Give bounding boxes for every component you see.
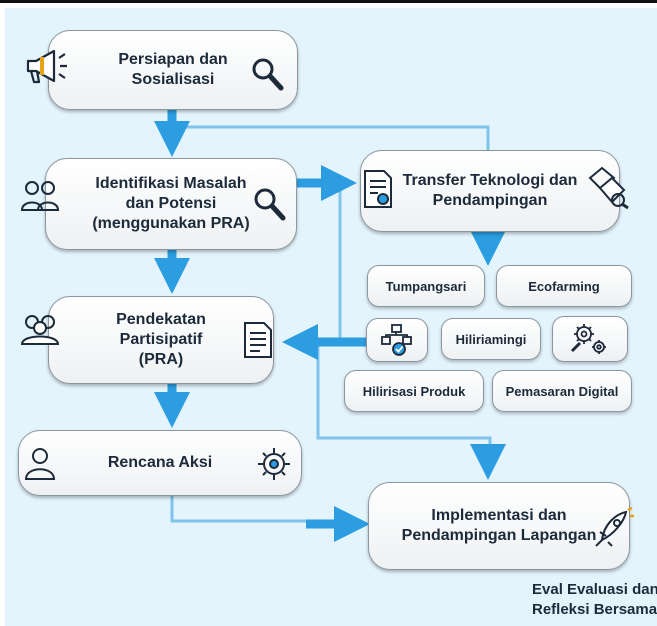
option-pemasaran-digital: Pemasaran Digital (492, 370, 632, 412)
document-list-icon (244, 322, 272, 358)
link-step1-transfer (172, 125, 490, 160)
step-implementasi-line2: Pendampingan Lapangan (401, 527, 597, 544)
option-hilirisasi-label: Hilirisasi Produk (362, 383, 466, 399)
link-rencana-implementasi (170, 494, 352, 523)
step-transfer-line2: Pendampingan (432, 192, 548, 209)
puzzle-gear-icon (588, 166, 629, 210)
step-rencana-aksi: Rencana Aksi (18, 430, 302, 496)
option-hiliriamingi: Hiliriamingi (441, 318, 541, 360)
document-gear-icon (364, 170, 392, 208)
option-ecofarming-label: Ecofarming (528, 278, 600, 294)
step-pendekatan-line3: (PRA) (138, 351, 184, 368)
option-ecofarming: Ecofarming (496, 265, 632, 307)
network-check-icon (381, 324, 412, 356)
step-identifikasi-line3: (menggunakan PRA) (92, 215, 250, 232)
step-transfer-line1: Transfer Teknologi dan (402, 172, 578, 189)
evaluasi-note-line1: Eval Evaluasi dan (532, 581, 657, 598)
option-pemasaran-label: Pemasaran Digital (505, 383, 619, 399)
gear-circuit-icon (258, 448, 290, 480)
option-hilirisasi-produk: Hilirisasi Produk (344, 370, 484, 412)
person-group-icon (24, 448, 56, 480)
step-identifikasi: Identifikasi Masalah dan Potensi (menggu… (45, 158, 297, 250)
step-identifikasi-line2: dan Potensi (125, 195, 217, 212)
step-transfer-teknologi: Transfer Teknologi dan Pendampingan (360, 150, 620, 232)
people-group-icon (20, 181, 60, 211)
evaluasi-note-line2: Refleksi Bersama (532, 601, 657, 618)
option-network-tile (366, 318, 428, 362)
top-border (0, 0, 657, 3)
megaphone-icon (26, 49, 67, 84)
step-pendekatan-line1: Pendekatan (116, 311, 206, 328)
evaluasi-note: Eval Evaluasi dan Refleksi Bersama (532, 580, 657, 620)
step-rencana-aksi-label: Rencana Aksi (107, 454, 213, 471)
rocket-icon (595, 506, 634, 547)
search-icon (252, 58, 284, 91)
people-group-icon (20, 315, 60, 345)
step-identifikasi-line1: Identifikasi Masalah (95, 175, 247, 192)
gears-icon (570, 324, 606, 354)
step-persiapan: Persiapan dan Sosialisasi (48, 30, 298, 110)
option-tumpangsari: Tumpangsari (367, 265, 485, 307)
step-implementasi-line1: Implementasi dan (431, 507, 567, 524)
step-persiapan-line1: Persiapan dan (118, 51, 228, 68)
step-pendekatan: Pendekatan Partisipatif (PRA) (48, 296, 274, 384)
option-tumpangsari-label: Tumpangsari (385, 278, 467, 294)
step-persiapan-line2: Sosialisasi (131, 71, 215, 88)
option-hiliriamingi-label: Hiliriamingi (455, 331, 527, 347)
search-icon (254, 188, 286, 221)
step-pendekatan-line2: Partisipatif (119, 331, 203, 348)
step-implementasi: Implementasi dan Pendampingan Lapangan (368, 482, 630, 570)
option-gears-tile (552, 316, 628, 362)
